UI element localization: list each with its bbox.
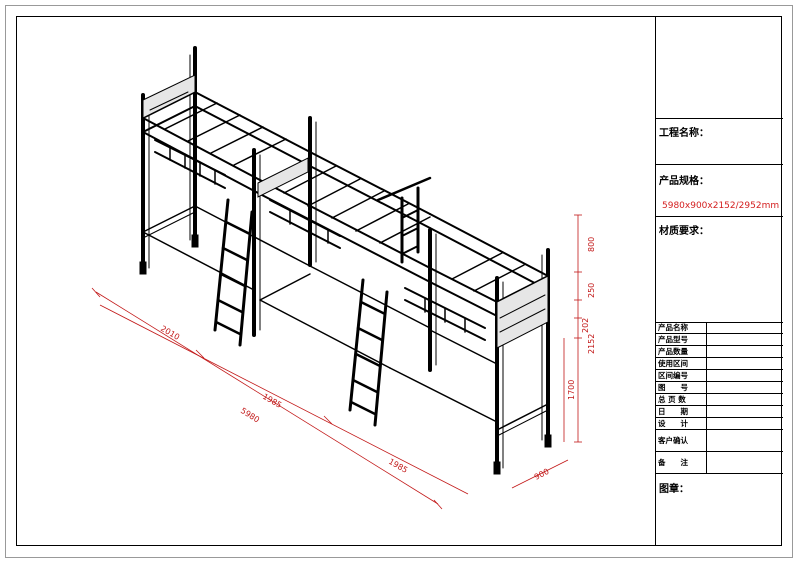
info-row: 备 注: [656, 452, 783, 474]
dim-height-lower: 1700: [567, 380, 576, 400]
info-row-label: 区间编号: [658, 371, 688, 380]
right-bed-unit: [389, 213, 552, 475]
info-table: 产品名称 产品型号 产品数量 使用区间 区间编号 图 号 总 页 数 日 期 设…: [656, 322, 783, 474]
middle-bed-unit: [257, 116, 437, 372]
divider: [656, 164, 783, 165]
info-row-label: 产品名称: [658, 323, 688, 332]
divider: [656, 216, 783, 217]
dim-width: 900: [533, 467, 551, 482]
info-row-label: 日 期: [658, 407, 688, 416]
dimension-lines: [91, 214, 582, 510]
title-block: 工程名称： 产品规格： 5980x900x2152/2952mm 材质要求： 产…: [655, 16, 783, 546]
dim-height-upper: 202: [581, 318, 590, 333]
info-row: 产品名称: [656, 322, 783, 334]
right-ladder: [348, 278, 389, 427]
left-ladder: [213, 198, 254, 347]
info-row: 产品数量: [656, 346, 783, 358]
outer-frame: [5, 5, 793, 558]
product-spec-value: 5980x900x2152/2952mm: [662, 201, 780, 211]
dim-length-total: 5980: [239, 406, 261, 424]
info-row: 总 页 数: [656, 394, 783, 406]
info-row: 产品型号: [656, 334, 783, 346]
info-row-label: 客户确认: [658, 436, 688, 445]
divider: [656, 322, 783, 323]
info-row: 日 期: [656, 406, 783, 418]
info-row: 客户确认: [656, 430, 783, 452]
project-name-label: 工程名称：: [659, 128, 709, 139]
inner-frame: [16, 16, 782, 546]
stamp-label: 图章：: [659, 484, 689, 495]
info-row-label: 产品数量: [658, 347, 688, 356]
product-spec-label: 产品规格：: [659, 176, 709, 187]
left-bed-unit: [139, 46, 311, 337]
divider: [656, 118, 783, 119]
material-label: 材质要求：: [659, 226, 709, 237]
info-row-label: 产品型号: [658, 335, 688, 344]
info-row-label: 图 号: [658, 383, 688, 392]
info-row-label: 总 页 数: [658, 395, 686, 404]
info-row-label: 备 注: [658, 458, 688, 467]
info-row-label: 设 计: [658, 419, 688, 428]
info-row: 图 号: [656, 382, 783, 394]
info-row: 设 计: [656, 418, 783, 430]
dim-segment-3: 1985: [387, 457, 409, 475]
info-row-label: 使用区间: [658, 359, 688, 368]
dim-segment-1: 2010: [159, 324, 181, 342]
dim-height-rail: 250: [587, 283, 596, 298]
info-row: 区间编号: [656, 370, 783, 382]
dim-height-total: 2152: [587, 334, 596, 354]
dim-segment-2: 1985: [261, 392, 283, 410]
info-row: 使用区间: [656, 358, 783, 370]
dim-height-top: 800: [587, 237, 596, 252]
